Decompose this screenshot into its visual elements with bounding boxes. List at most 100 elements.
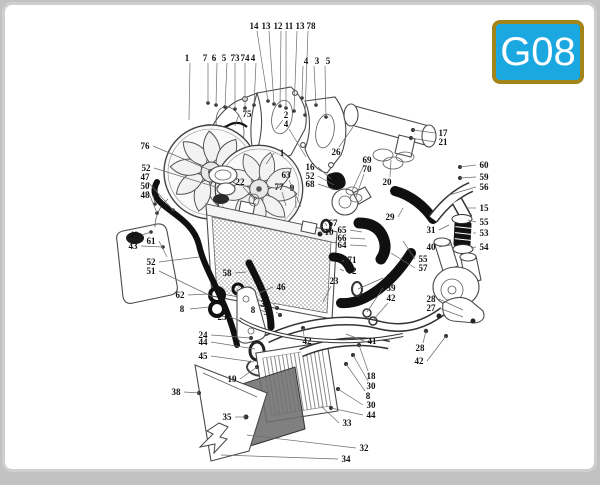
svg-text:41: 41 [368,336,378,346]
hose-elbow-71 [328,252,355,274]
part-callout-60: 60 [459,160,490,170]
svg-text:8: 8 [180,304,185,314]
svg-text:11: 11 [285,21,294,31]
svg-text:56: 56 [480,182,490,192]
part-callout-73: 73 [231,53,240,109]
svg-text:16: 16 [306,162,316,172]
svg-text:26: 26 [332,147,342,157]
part-callout-56: 56 [448,182,490,196]
part-callout-8: 8 [345,363,371,401]
svg-text:2: 2 [284,110,289,120]
part-callout-43: 43 [129,241,164,251]
part-callout-22: 22 [236,177,255,200]
part-callout-29: 29 [386,207,404,222]
svg-text:77: 77 [275,182,285,192]
part-callout-7: 7 [203,53,209,103]
part-callout-49: 49 [130,230,152,240]
part-callout-8: 8 [180,304,210,314]
part-callout-72: 72 [339,266,358,276]
svg-text:24: 24 [199,330,209,340]
svg-text:21: 21 [439,137,449,147]
part-callout-21: 21 [410,137,449,147]
part-callout-59: 59 [459,172,490,182]
svg-text:23: 23 [330,276,340,286]
part-callout-27: 27 [427,303,464,318]
svg-text:59: 59 [480,172,490,182]
part-callout-26: 26 [332,126,354,157]
svg-text:5: 5 [326,56,331,66]
part-callout-58: 58 [223,268,247,278]
svg-text:10: 10 [325,227,335,237]
part-callout-74: 74 [241,53,251,108]
svg-text:13: 13 [296,21,306,31]
svg-text:52: 52 [306,171,316,181]
part-callout-5: 5 [222,53,228,108]
part-callout-55: 55 [402,240,429,264]
part-callout-46: 46 [258,282,286,294]
svg-text:17: 17 [439,128,449,138]
svg-text:8: 8 [366,391,371,401]
expansion-tank [116,198,178,304]
part-callout-55: 55 [357,273,396,290]
part-callout-39: 39 [366,283,397,313]
part-callout-8: 8 [251,305,266,315]
svg-text:54: 54 [480,242,490,252]
svg-text:30: 30 [367,400,377,410]
part-callout-28: 28 [416,330,427,353]
svg-text:53: 53 [480,228,490,238]
part-callout-78: 78 [304,21,316,116]
part-callout-55: 55 [467,217,489,227]
svg-text:13: 13 [262,21,272,31]
part-callout-32: 32 [246,434,369,453]
svg-text:74: 74 [241,53,251,63]
svg-text:20: 20 [383,177,393,187]
svg-text:42: 42 [415,356,425,366]
part-callout-40: 40 [427,242,452,252]
part-callout-13: 13 [293,21,306,112]
part-callout-45: 45 [199,351,255,363]
part-callout-69: 69 [351,155,373,192]
exploded-parts-diagram: 1413121113781765737444357652475048494361… [116,21,490,464]
ribbed-hose-53 [453,220,473,248]
svg-text:62: 62 [176,290,186,300]
part-callout-70: 70 [355,164,372,198]
svg-text:4: 4 [284,119,289,129]
svg-text:55: 55 [419,254,429,264]
svg-text:68: 68 [306,179,316,189]
clamp-54 [452,244,474,254]
part-callout-44: 44 [199,337,256,350]
part-callout-36: 36 [264,307,281,317]
svg-text:72: 72 [348,266,358,276]
part-callout-28: 28 [427,294,464,311]
part-callout-17: 17 [412,128,449,138]
svg-text:39: 39 [387,283,397,293]
svg-text:18: 18 [367,371,377,381]
svg-text:64: 64 [338,240,348,250]
svg-text:52: 52 [142,163,152,173]
part-callout-52: 52 [306,171,335,186]
svg-text:5: 5 [222,53,227,63]
svg-text:27: 27 [427,303,437,313]
radiator-filler-neck [213,194,229,204]
svg-text:43: 43 [129,241,139,251]
svg-text:76: 76 [141,141,151,151]
svg-text:35: 35 [223,412,233,422]
part-callout-66: 66 [338,233,366,243]
part-callout-19: 19 [228,366,258,384]
svg-text:49: 49 [130,230,140,240]
part-callout-68: 68 [306,179,337,191]
part-callout-15: 15 [467,203,489,213]
svg-text:37: 37 [261,299,271,309]
svg-text:36: 36 [264,307,274,317]
part-callout-47: 47 [141,172,174,211]
svg-text:44: 44 [199,337,209,347]
svg-text:42: 42 [387,293,397,303]
svg-text:69: 69 [363,155,373,165]
part-callout-24: 24 [199,330,252,340]
svg-text:60: 60 [480,160,490,170]
metal-pipe-56 [428,181,474,223]
filler-cap [208,165,238,196]
svg-text:30: 30 [367,381,377,391]
part-callout-54: 54 [470,242,490,252]
